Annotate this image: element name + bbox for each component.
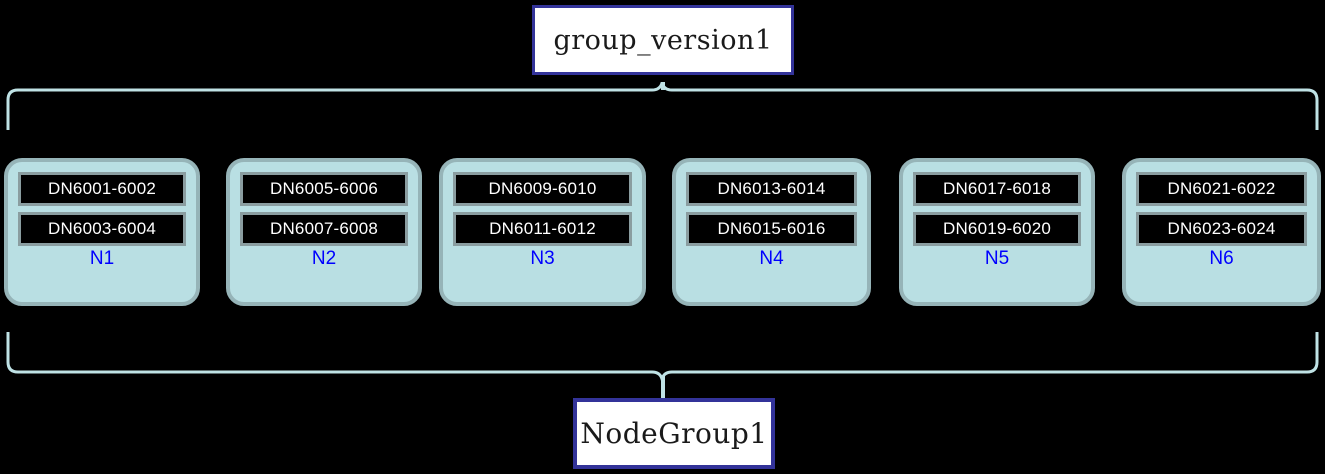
datanode-label: DN6021-6022 bbox=[1167, 179, 1276, 198]
group-version-label: group_version1 bbox=[553, 24, 773, 56]
node-label: N1 bbox=[89, 248, 115, 269]
datanode-box[interactable]: DN6001-6002 bbox=[18, 172, 186, 206]
top-brace bbox=[6, 82, 1319, 130]
datanode-box[interactable]: DN6015-6016 bbox=[686, 212, 857, 246]
bottom-brace bbox=[6, 332, 1319, 398]
datanode-box[interactable]: DN6019-6020 bbox=[913, 212, 1081, 246]
datanode-box[interactable]: DN6005-6006 bbox=[240, 172, 408, 206]
nodegroup-label: NodeGroup1 bbox=[580, 417, 768, 450]
datanode-box[interactable]: DN6003-6004 bbox=[18, 212, 186, 246]
node-card-n1[interactable]: DN6001-6002 DN6003-6004 N1 bbox=[4, 158, 200, 306]
datanode-label: DN6013-6014 bbox=[717, 179, 826, 198]
datanode-box[interactable]: DN6009-6010 bbox=[453, 172, 632, 206]
datanode-label: DN6019-6020 bbox=[942, 219, 1052, 238]
datanode-label: DN6009-6010 bbox=[488, 179, 597, 198]
node-label: N5 bbox=[984, 248, 1010, 269]
node-label: N4 bbox=[759, 248, 784, 269]
node-label: N3 bbox=[530, 248, 555, 269]
node-card-n2[interactable]: DN6005-6006 DN6007-6008 N2 bbox=[226, 158, 422, 306]
node-card-n5[interactable]: DN6017-6018 DN6019-6020 N5 bbox=[899, 158, 1095, 306]
datanode-box[interactable]: DN6017-6018 bbox=[913, 172, 1081, 206]
datanode-box[interactable]: DN6021-6022 bbox=[1136, 172, 1307, 206]
datanode-box[interactable]: DN6023-6024 bbox=[1136, 212, 1307, 246]
datanode-label: DN6023-6024 bbox=[1167, 219, 1276, 238]
nodegroup-box[interactable]: NodeGroup1 bbox=[573, 398, 775, 469]
datanode-box[interactable]: DN6011-6012 bbox=[453, 212, 632, 246]
datanode-label: DN6011-6012 bbox=[489, 219, 596, 238]
node-card-n3[interactable]: DN6009-6010 DN6011-6012 N3 bbox=[439, 158, 646, 306]
datanode-box[interactable]: DN6007-6008 bbox=[240, 212, 408, 246]
datanode-label: DN6017-6018 bbox=[942, 179, 1052, 198]
node-label: N6 bbox=[1209, 248, 1234, 269]
group-version-box[interactable]: group_version1 bbox=[532, 5, 794, 75]
datanode-label: DN6003-6004 bbox=[47, 219, 157, 238]
datanode-label: DN6015-6016 bbox=[717, 219, 826, 238]
node-card-n4[interactable]: DN6013-6014 DN6015-6016 N4 bbox=[672, 158, 871, 306]
datanode-label: DN6007-6008 bbox=[269, 219, 379, 238]
datanode-box[interactable]: DN6013-6014 bbox=[686, 172, 857, 206]
node-card-n6[interactable]: DN6021-6022 DN6023-6024 N6 bbox=[1122, 158, 1321, 306]
node-label: N2 bbox=[311, 248, 337, 269]
datanode-label: DN6005-6006 bbox=[269, 179, 379, 198]
datanode-label: DN6001-6002 bbox=[47, 179, 157, 198]
